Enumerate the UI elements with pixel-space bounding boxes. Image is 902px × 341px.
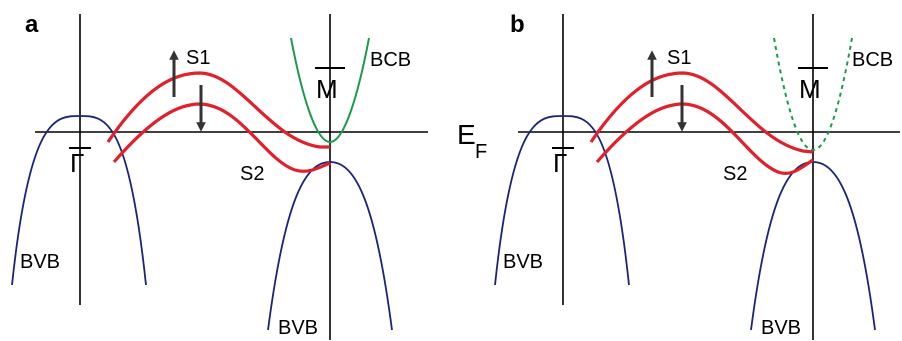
s1-label: S1 xyxy=(667,47,691,69)
bcb-label: BCB xyxy=(852,49,893,71)
fermi-label-sub: F xyxy=(475,141,487,163)
bulk-conduction-band xyxy=(773,37,853,152)
bulk-valence-band-gamma xyxy=(494,115,630,286)
panel-b: b S1 S2 BCB BVB BVB Γ M xyxy=(494,11,900,340)
bvb-label-m: BVB xyxy=(278,317,318,339)
panel-b-tag: b xyxy=(510,11,525,38)
m-point-label: M xyxy=(799,74,821,104)
fermi-level-label: E F xyxy=(457,119,487,163)
surface-state-upper xyxy=(106,71,330,149)
s2-label: S2 xyxy=(723,163,747,185)
surface-state-lower xyxy=(112,102,331,173)
bvb-label-gamma: BVB xyxy=(20,251,60,273)
m-point-label: M xyxy=(316,74,338,104)
gamma-point-label: Γ xyxy=(70,148,84,178)
bulk-conduction-band xyxy=(290,37,370,144)
surface-state-lower xyxy=(595,102,814,175)
bulk-valence-band-m xyxy=(750,161,876,331)
s1-label: S1 xyxy=(186,47,210,69)
bulk-valence-band-gamma xyxy=(11,115,147,286)
panel-a-tag: a xyxy=(25,11,39,38)
bulk-valence-band-m xyxy=(267,161,393,331)
s2-label: S2 xyxy=(240,163,264,185)
gamma-point-label: Γ xyxy=(553,148,567,178)
bvb-label-gamma: BVB xyxy=(503,251,543,273)
fermi-label-main: E xyxy=(457,119,476,150)
panel-a: a S1 S2 BCB BVB BVB Γ M xyxy=(11,11,428,340)
bcb-label: BCB xyxy=(370,49,411,71)
bvb-label-m: BVB xyxy=(761,317,801,339)
surface-state-upper xyxy=(589,71,814,154)
